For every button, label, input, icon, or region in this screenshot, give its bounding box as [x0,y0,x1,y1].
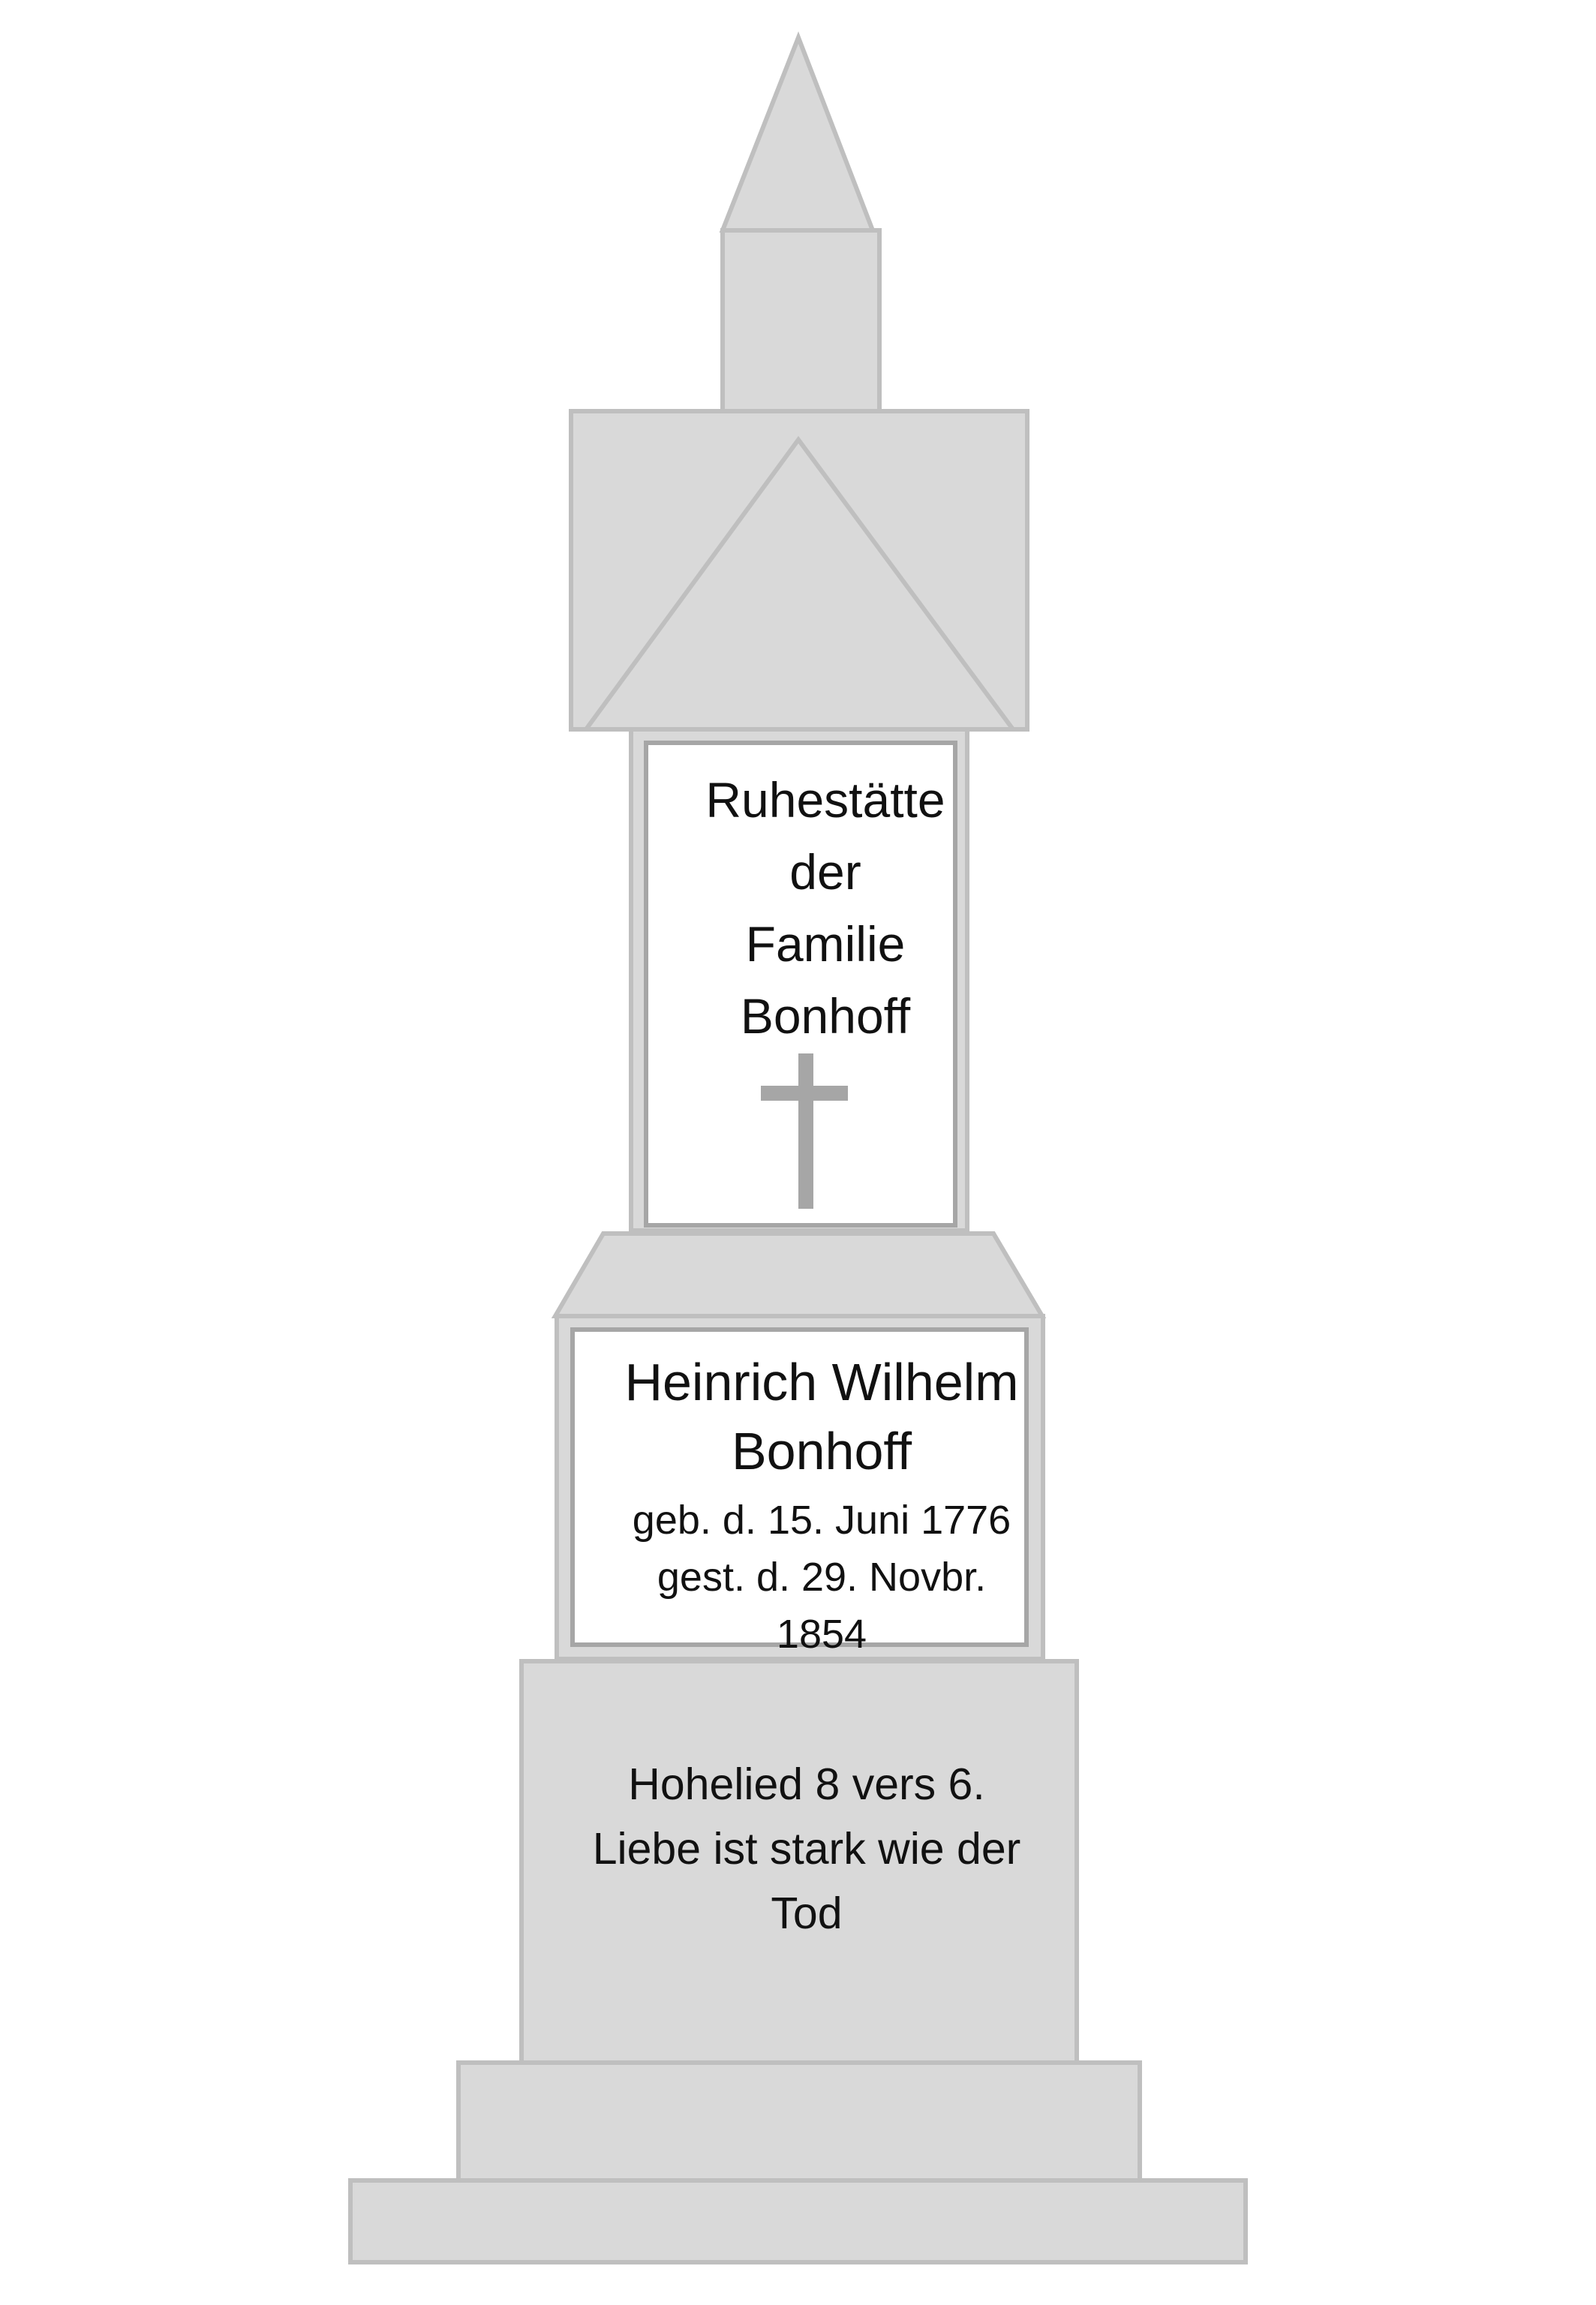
verse-line: Hohelied 8 vers 6. [628,1760,985,1809]
upper-step [456,2060,1142,2183]
upper-inscription-line: Familie [745,916,906,972]
base-block [519,1659,1079,2065]
bible-verse-inscription: Hohelied 8 vers 6. Liebe ist stark wie d… [537,1752,1077,1946]
cross-icon [761,1053,848,1209]
spire-tip [719,31,876,233]
upper-inscription-line: der [789,844,861,900]
bottom-step [348,2178,1248,2264]
deceased-name-line: Bonhoff [731,1422,912,1480]
upper-inscription-line: Ruhestätte [705,772,945,828]
middle-cornice [551,1231,1047,1318]
deceased-name: Heinrich Wilhelm Bonhoff [578,1348,1066,1486]
middle-inscription-panel [570,1327,1029,1647]
deceased-name-line: Heinrich Wilhelm [624,1353,1019,1411]
verse-line: Liebe ist stark wie der [592,1824,1021,1874]
birth-date: geb. d. 15. Juni 1776 [632,1498,1011,1543]
spire-shaft [720,228,882,413]
upper-inscription-line: Bonhoff [740,988,911,1044]
death-year: 1854 [776,1612,867,1657]
verse-line: Tod [771,1889,843,1938]
upper-inscription: Ruhestätte der Familie Bonhoff [664,764,987,1052]
death-date: gest. d. 29. Novbr. [657,1555,987,1600]
life-dates: geb. d. 15. Juni 1776 gest. d. 29. Novbr… [578,1492,1066,1663]
